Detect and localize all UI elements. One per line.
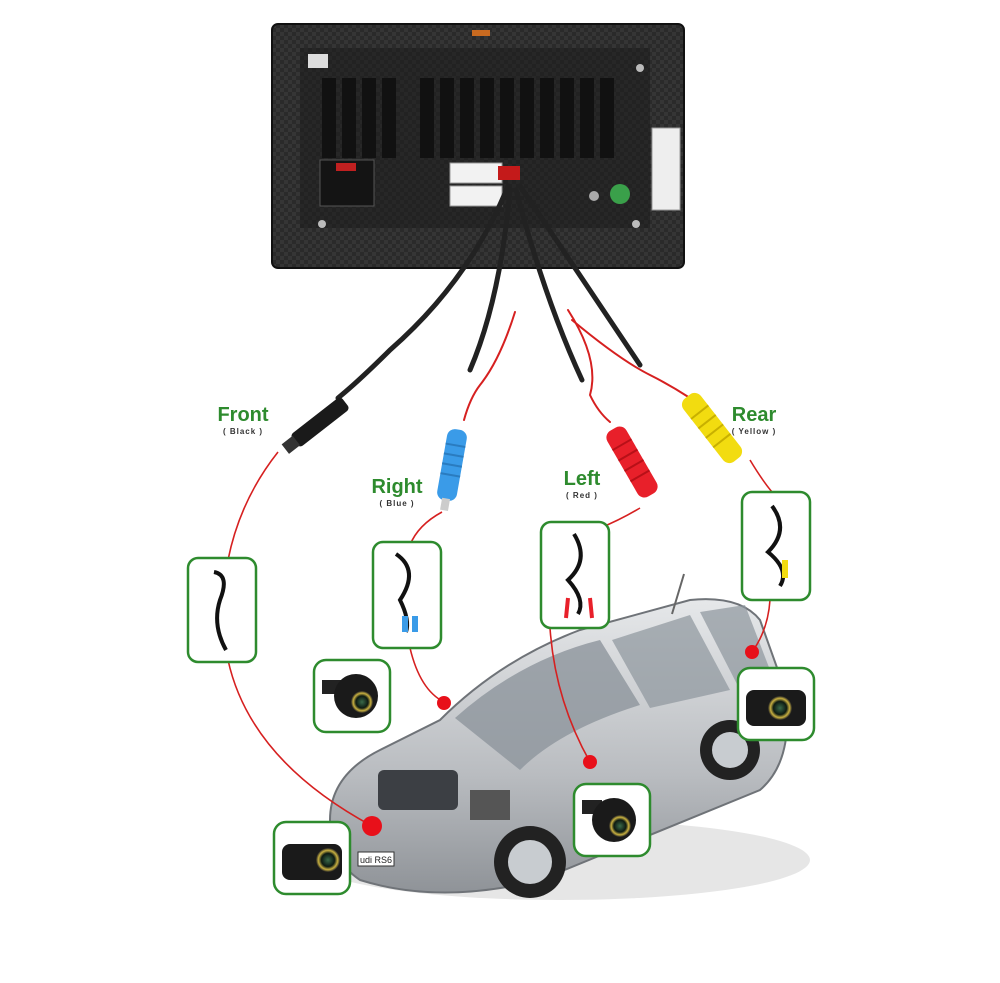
rear-cable-box xyxy=(740,490,812,602)
camera-icon-left xyxy=(572,782,652,858)
front-label: Front ( Black ) xyxy=(195,404,291,436)
mount-points xyxy=(362,645,759,836)
car-icon: udi RS6 xyxy=(310,573,810,900)
camera-icon-right xyxy=(312,658,392,734)
camera-wires xyxy=(227,451,773,827)
cables xyxy=(335,183,691,423)
front-color-label: ( Black ) xyxy=(222,427,264,436)
front-connector xyxy=(281,397,349,454)
left-cable-box xyxy=(539,520,611,630)
left-label: Left ( Red ) xyxy=(536,468,628,500)
front-cable-box xyxy=(186,556,258,664)
head-unit xyxy=(271,23,685,269)
front-title: Front xyxy=(217,404,269,426)
right-connector xyxy=(437,429,467,511)
camera-icon-front xyxy=(272,820,352,896)
left-title: Left xyxy=(563,468,601,490)
right-color-label: ( Blue ) xyxy=(379,499,415,508)
rear-label: Rear ( Yellow ) xyxy=(708,404,800,436)
rear-title: Rear xyxy=(731,404,777,426)
left-color-label: ( Red ) xyxy=(566,491,598,500)
license-plate: udi RS6 xyxy=(360,855,392,865)
rear-color-label: ( Yellow ) xyxy=(731,427,777,436)
camera-icon-rear xyxy=(736,666,816,742)
right-title: Right xyxy=(371,476,423,498)
right-cable-box xyxy=(371,540,443,650)
left-connector xyxy=(606,426,658,498)
rear-connector xyxy=(681,392,743,464)
right-label: Right ( Blue ) xyxy=(351,476,443,508)
